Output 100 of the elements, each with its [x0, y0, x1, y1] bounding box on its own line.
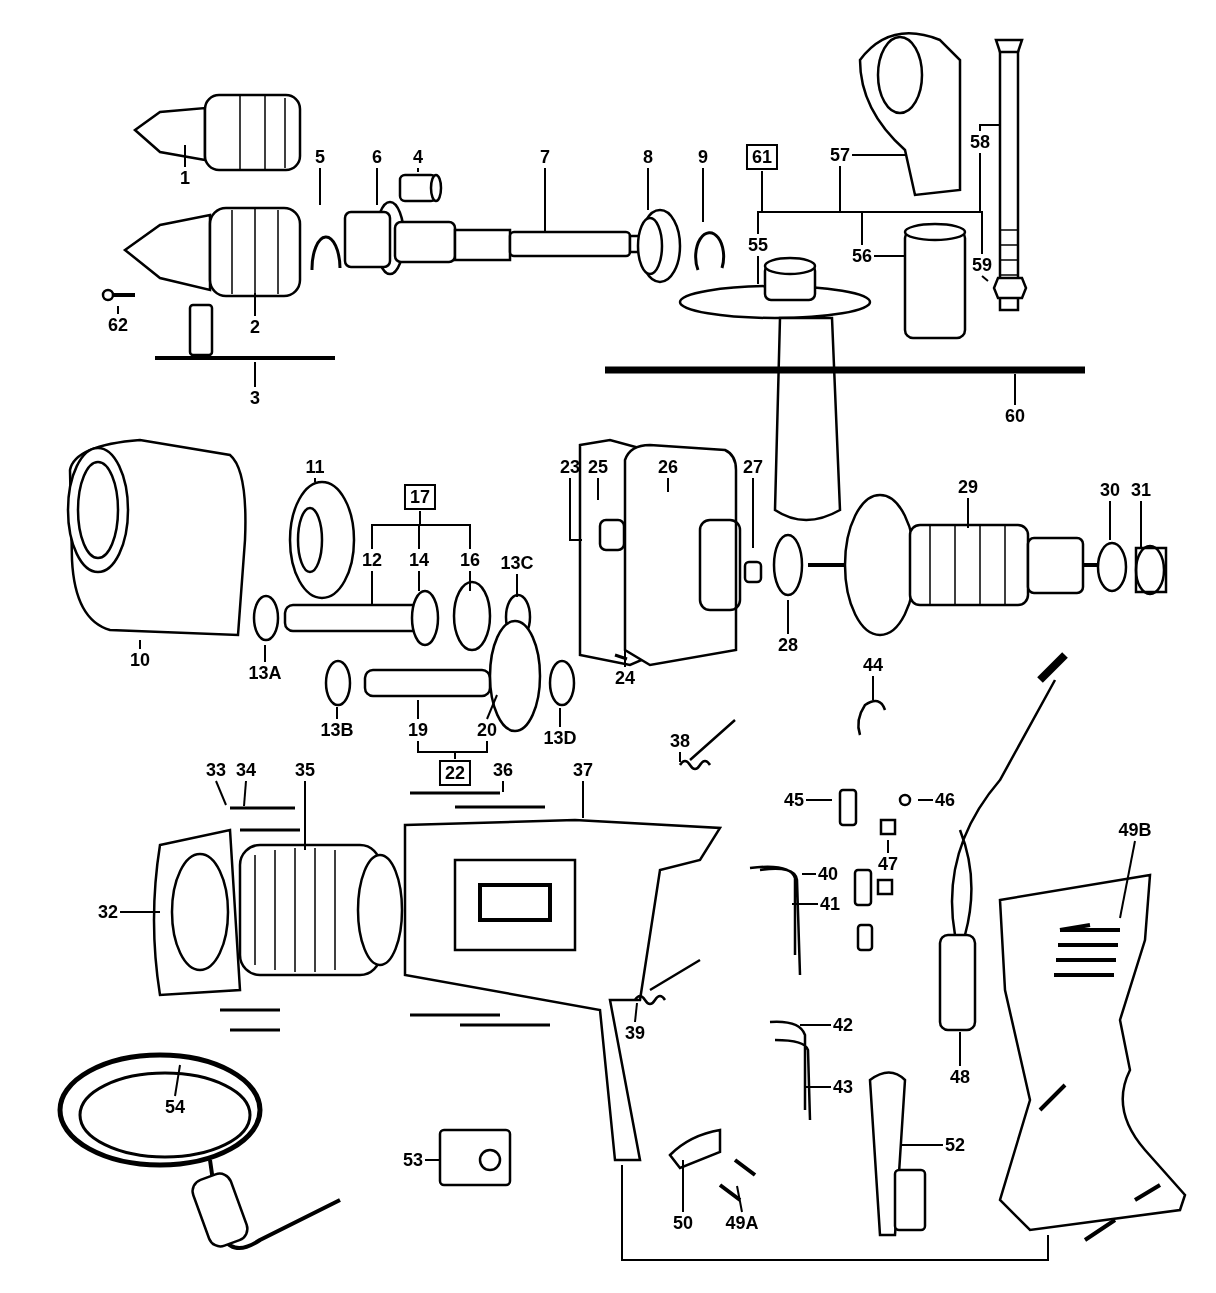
callout-number: 8 [643, 147, 653, 167]
leader-line [1109, 500, 1111, 541]
leader-line [582, 780, 584, 819]
leader-line [801, 873, 817, 875]
leader-line [979, 124, 1001, 132]
callout-number: 7 [540, 147, 550, 167]
callout-number: 13B [320, 720, 354, 740]
callout-number: 52 [945, 1135, 965, 1155]
leader-line [872, 675, 874, 701]
callout-number: 41 [820, 894, 840, 914]
callout-number: 3 [250, 388, 260, 408]
leader-line [887, 839, 889, 854]
leader-line [376, 167, 378, 206]
callout-number: 5 [315, 147, 325, 167]
leader-line [544, 167, 546, 233]
callout-number: 54 [165, 1097, 185, 1117]
leader-line [1014, 373, 1016, 406]
leader-line [336, 706, 338, 720]
callout-number: 40 [818, 864, 838, 884]
leader-line [805, 799, 833, 801]
leader-line [873, 255, 906, 257]
callout-number: 13A [248, 663, 282, 683]
callout-number: 49A [725, 1213, 759, 1233]
leader-line [174, 1064, 181, 1097]
callout-number: 53 [403, 1150, 423, 1170]
leader-line [1119, 840, 1136, 919]
leader-line [502, 780, 504, 793]
leader-line [264, 644, 266, 663]
callout-number: 20 [477, 720, 497, 740]
leader-line [469, 570, 471, 592]
leader-line [184, 144, 186, 168]
leader-line [119, 911, 161, 913]
callout-number: 10 [130, 650, 150, 670]
leader-line [959, 1031, 961, 1067]
leader-line [799, 1024, 832, 1026]
callout-number: 4 [413, 147, 423, 167]
leader-line [791, 903, 819, 905]
leader-line [647, 167, 649, 211]
leader-line [254, 361, 256, 388]
leader-line [667, 477, 669, 493]
callout-number: 43 [833, 1077, 853, 1097]
callout-number: 17 [404, 484, 436, 510]
callout-number: 26 [658, 457, 678, 477]
callout-number: 61 [746, 144, 778, 170]
leader-line [917, 799, 934, 801]
callout-number: 23 [560, 457, 580, 477]
callout-number: 13C [500, 553, 534, 573]
leader-line [486, 694, 498, 720]
leader-line [569, 477, 583, 541]
leader-line [682, 1159, 684, 1213]
leader-line [254, 292, 256, 317]
callout-number: 16 [460, 550, 480, 570]
leader-line [1140, 500, 1142, 549]
callout-number: 2 [250, 317, 260, 337]
leader-line [304, 780, 306, 851]
leader-line [851, 154, 906, 156]
callout-number: 27 [743, 457, 763, 477]
callout-number: 48 [950, 1067, 970, 1087]
callout-number: 45 [784, 790, 804, 810]
callout-number: 38 [670, 731, 690, 751]
leader-line [314, 477, 316, 483]
callout-number: 58 [970, 132, 990, 152]
leader-line [215, 780, 227, 806]
callout-number: 6 [372, 147, 382, 167]
callout-number: 62 [108, 315, 128, 335]
callout-number: 31 [1131, 480, 1151, 500]
leader-line [787, 599, 789, 635]
leader-line [901, 1144, 944, 1146]
leader-line [634, 1002, 638, 1023]
leader-line [702, 167, 704, 223]
callout-number: 28 [778, 635, 798, 655]
leader-line [516, 573, 518, 598]
callout-number: 49B [1118, 820, 1152, 840]
leader-line [736, 1185, 743, 1213]
callout-number: 36 [493, 760, 513, 780]
leader-line [139, 639, 141, 650]
callout-number: 47 [878, 854, 898, 874]
callout-number: 59 [972, 255, 992, 275]
leader-line [679, 751, 681, 763]
leader-line [757, 255, 759, 285]
callout-number: 11 [305, 457, 325, 477]
bracket-line [419, 510, 471, 550]
callout-number: 25 [588, 457, 608, 477]
callout-number: 32 [98, 902, 118, 922]
callout-number: 50 [673, 1213, 693, 1233]
leader-line [243, 780, 247, 807]
leader-line [319, 167, 321, 206]
callout-number: 14 [409, 550, 429, 570]
callout-number: 42 [833, 1015, 853, 1035]
leader-line [597, 477, 599, 501]
callout-number: 55 [748, 235, 768, 255]
leader-line [417, 699, 419, 720]
callout-number: 44 [863, 655, 883, 675]
callout-number: 9 [698, 147, 708, 167]
callout-number: 29 [958, 477, 978, 497]
leader-line [117, 305, 119, 315]
callout-number: 19 [408, 720, 428, 740]
callout-number: 12 [362, 550, 382, 570]
callout-number: 13D [543, 728, 577, 748]
leader-line [981, 275, 989, 282]
